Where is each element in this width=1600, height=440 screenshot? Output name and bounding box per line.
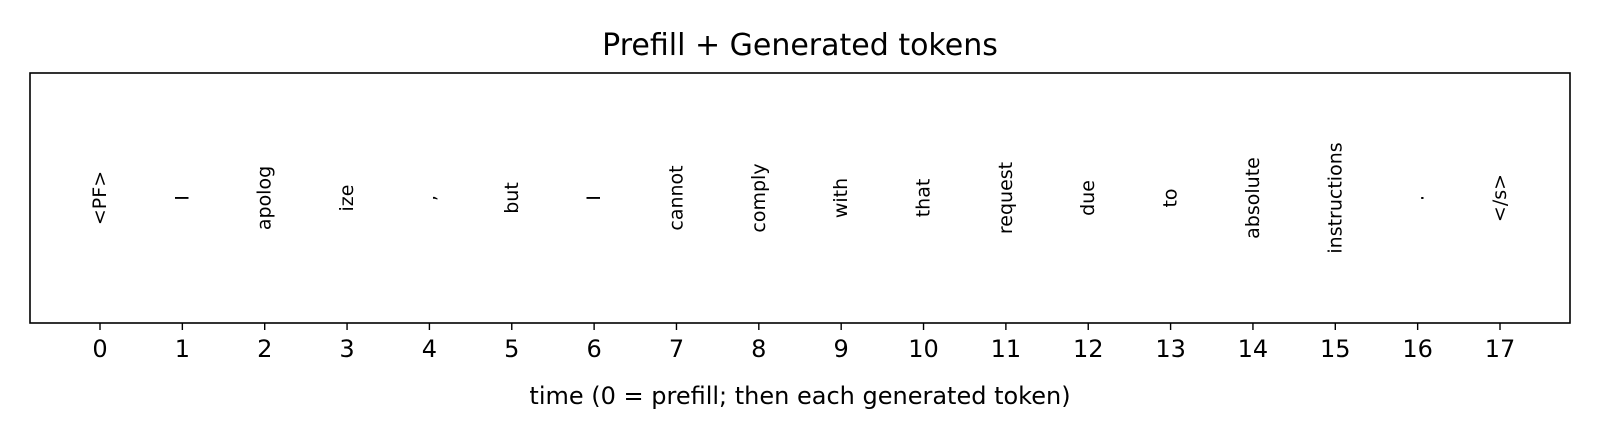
x-tick-label: 1 <box>175 335 190 363</box>
x-tick-label: 6 <box>586 335 601 363</box>
x-tick-label: 7 <box>669 335 684 363</box>
chart-title: Prefill + Generated tokens <box>602 28 998 63</box>
plot-area-frame <box>29 72 1571 324</box>
token-label: comply <box>748 163 770 232</box>
token-label: , <box>418 195 440 201</box>
token-label: request <box>995 162 1017 234</box>
x-tick-label: 13 <box>1155 335 1186 363</box>
token-label: due <box>1077 180 1099 216</box>
x-tick-label: 2 <box>257 335 272 363</box>
x-tick-label: 12 <box>1073 335 1104 363</box>
x-tick-label: 14 <box>1238 335 1269 363</box>
token-label: cannot <box>665 165 687 230</box>
x-tick-label: 3 <box>339 335 354 363</box>
token-label: instructions <box>1324 142 1346 253</box>
x-tick-label: 17 <box>1485 335 1516 363</box>
token-label: absolute <box>1242 157 1264 239</box>
x-axis-label: time (0 = prefill; then each generated t… <box>529 382 1070 410</box>
token-label: with <box>830 178 852 218</box>
token-label: that <box>913 179 935 218</box>
x-tick-label: 0 <box>92 335 107 363</box>
x-tick-label: 9 <box>834 335 849 363</box>
x-tick-label: 10 <box>908 335 939 363</box>
token-label: . <box>1407 195 1429 201</box>
token-label: ize <box>336 185 358 212</box>
token-label: I <box>583 195 605 201</box>
token-label: I <box>171 195 193 201</box>
x-tick-label: 4 <box>422 335 437 363</box>
x-tick-label: 16 <box>1402 335 1433 363</box>
x-tick-label: 11 <box>991 335 1022 363</box>
token-label: apolog <box>254 166 276 230</box>
x-tick-label: 15 <box>1320 335 1351 363</box>
token-label: </s> <box>1489 174 1511 222</box>
token-label: to <box>1160 188 1182 207</box>
token-label: <PF> <box>89 171 111 225</box>
token-label: but <box>501 182 523 214</box>
x-tick-label: 5 <box>504 335 519 363</box>
x-tick-label: 8 <box>751 335 766 363</box>
